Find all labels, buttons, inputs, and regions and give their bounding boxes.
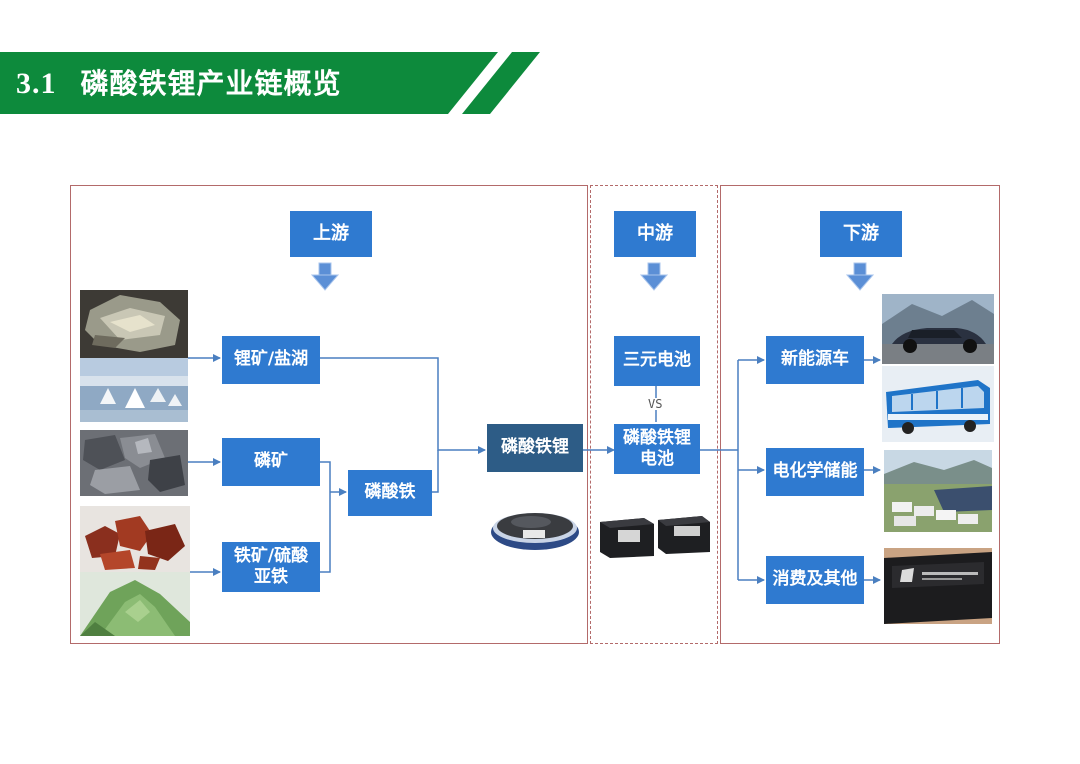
downstream-frame (720, 185, 1000, 644)
lithium-ore-brine-box: 锂矿/盐湖 (222, 336, 320, 384)
salt-lake-image (80, 358, 188, 422)
electrochemical-storage-box: 电化学储能 (766, 448, 864, 496)
header-banner (0, 52, 540, 114)
ferrous-sulfate-image (80, 572, 190, 636)
iron-phosphate-box: 磷酸铁 (348, 470, 432, 516)
iron-ore-line2: 亚铁 (254, 567, 288, 587)
iron-ore-ferrous-sulfate-box: 铁矿/硫酸 亚铁 (222, 542, 320, 592)
electric-bus-image (882, 366, 994, 442)
energy-storage-station-image (884, 450, 992, 532)
upstream-frame (70, 185, 588, 644)
electric-car-image (882, 294, 994, 364)
downstream-header: 下游 (820, 211, 902, 257)
phosphate-ore-image (80, 430, 188, 496)
vs-label: VS (648, 397, 663, 411)
consumer-battery-image (884, 548, 992, 624)
lithium-ore-image (80, 290, 188, 358)
new-energy-vehicle-box: 新能源车 (766, 336, 864, 384)
iron-ore-image (80, 506, 190, 572)
upstream-header: 上游 (290, 211, 372, 257)
down-arrow-icon (310, 262, 340, 291)
iron-ore-line1: 铁矿/硫酸 (233, 545, 309, 566)
down-arrow-icon (639, 262, 669, 291)
midstream-frame (590, 185, 718, 644)
ternary-battery-box: 三元电池 (614, 336, 700, 386)
down-arrow-icon (845, 262, 875, 291)
lfp-battery-box: 磷酸铁锂 电池 (614, 424, 700, 474)
lfp-battery-line2: 电池 (640, 449, 674, 469)
midstream-header: 中游 (614, 211, 696, 257)
consumer-other-box: 消费及其他 (766, 556, 864, 604)
phosphate-ore-box: 磷矿 (222, 438, 320, 486)
page-title: 3.1 磷酸铁锂产业链概览 (16, 60, 342, 108)
lfp-powder-image (491, 513, 579, 550)
section-number: 3.1 (16, 67, 57, 100)
battery-pack-image (600, 516, 710, 558)
section-title: 磷酸铁锂产业链概览 (80, 67, 342, 100)
lithium-iron-phosphate-box: 磷酸铁锂 (487, 424, 583, 472)
lfp-battery-line1: 磷酸铁锂 (623, 427, 691, 448)
